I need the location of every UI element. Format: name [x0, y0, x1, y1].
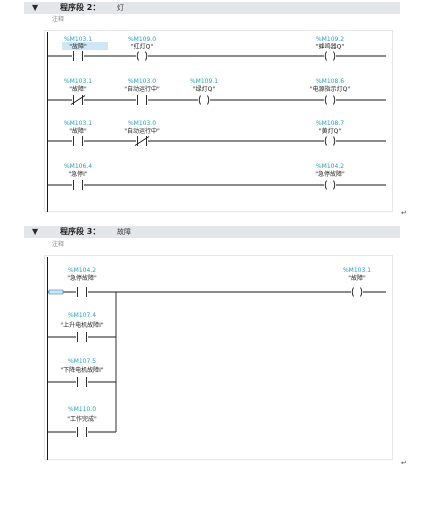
segment-2-power-rail: [47, 32, 48, 212]
segment-3-comment[interactable]: 注释: [52, 241, 65, 248]
operand-address: %M103.1: [64, 36, 92, 43]
operand-tag: "黄灯Q": [319, 127, 341, 135]
contact-no[interactable]: %M104.2 "急停故障": [67, 267, 97, 297]
operand-tag: "故障": [69, 85, 87, 93]
operand-address: %M107.4: [68, 312, 96, 319]
rung-2[interactable]: %M103.1 "故障" %M103.0 "自动运行中" %M109.1 "绿灯…: [47, 78, 386, 105]
coil[interactable]: %M104.2 "急停故障": [315, 163, 345, 190]
operand-tag: "蜂鸣器Q": [316, 43, 344, 51]
segment-3-name[interactable]: 故障: [117, 228, 131, 236]
operand-address: %M106.4: [64, 163, 92, 170]
segment-2-name[interactable]: 灯: [117, 4, 124, 12]
contact-no[interactable]: %M107.4 "上升电机故障I": [60, 312, 104, 342]
coil[interactable]: %M109.1 "绿灯Q": [190, 78, 218, 105]
contact-nc[interactable]: %M103.1 "故障": [64, 78, 92, 105]
operand-tag: "电源指示灯Q": [310, 85, 350, 93]
rung-4[interactable]: %M106.4 "急停I" %M104.2 "急停故障": [47, 163, 386, 190]
rung-1[interactable]: %M104.2 "急停故障" %M107.4 "上升电机故障I" %M107.5…: [47, 267, 386, 437]
contact-no[interactable]: %M103.0 "自动运行中": [124, 78, 160, 105]
coil[interactable]: %M108.6 "电源指示灯Q": [310, 78, 350, 105]
operand-tag: "故障": [69, 127, 87, 135]
operand-tag: "工作完成": [67, 415, 97, 423]
segment-2-header[interactable]: ▼ 程序段 2： 灯: [24, 2, 400, 14]
segment-3-power-rail: [47, 257, 48, 460]
operand-address: %M109.2: [316, 36, 344, 43]
operand-tag: "上升电机故障I": [60, 321, 104, 329]
operand-tag: "红灯Q": [131, 43, 153, 51]
operand-tag: "急停故障": [67, 274, 97, 282]
operand-address: %M103.1: [64, 120, 92, 127]
collapse-triangle-icon[interactable]: ▼: [32, 3, 39, 12]
contact-no[interactable]: %M110.0 "工作完成": [67, 406, 97, 437]
operand-address: %M107.5: [68, 358, 96, 365]
contact-no[interactable]: %M107.5 "下降电机故障I": [60, 358, 104, 387]
segment-2-comment[interactable]: 注释: [52, 16, 65, 23]
coil[interactable]: %M103.1 "故障": [343, 267, 371, 297]
operand-address: %M104.2: [316, 163, 344, 170]
operand-tag: "故障": [348, 274, 366, 282]
segment-2-title: 程序段 2：: [60, 3, 101, 12]
operand-address: %M104.2: [68, 267, 96, 274]
coil[interactable]: %M108.7 "黄灯Q": [316, 120, 344, 146]
contact-no[interactable]: %M106.4 "急停I": [64, 163, 92, 190]
segment-3-title: 程序段 3：: [60, 227, 101, 236]
rung-1[interactable]: %M103.1 "故障" %M109.0 "红灯Q" %M109.2 "蜂鸣器Q…: [47, 36, 386, 61]
contact-nc[interactable]: %M103.0 "自动运行中": [124, 120, 160, 146]
operand-address: %M103.1: [64, 78, 92, 85]
paragraph-mark: ↵: [401, 459, 407, 467]
operand-address: %M103.1: [343, 267, 371, 274]
operand-address: %M103.0: [128, 120, 156, 127]
operand-tag: "急停故障": [315, 170, 345, 178]
operand-tag: "绿灯Q": [193, 85, 215, 93]
contact-no[interactable]: %M103.1 "故障": [64, 36, 92, 61]
operand-address: %M108.7: [316, 120, 344, 127]
operand-address: %M103.0: [128, 78, 156, 85]
operand-tag: "急停I": [68, 170, 88, 178]
coil[interactable]: %M109.0 "红灯Q": [128, 36, 156, 61]
operand-address: %M109.0: [128, 36, 156, 43]
operand-address: %M109.1: [190, 78, 218, 85]
collapse-triangle-icon[interactable]: ▼: [32, 227, 39, 236]
operand-tag: "下降电机故障I": [60, 366, 104, 374]
operand-address: %M110.0: [68, 406, 96, 413]
contact-no[interactable]: %M103.1 "故障": [64, 120, 92, 146]
segment-3-header[interactable]: ▼ 程序段 3： 故障: [24, 226, 400, 238]
operand-tag: "自动运行中": [124, 127, 160, 135]
cursor-marker: [48, 289, 64, 295]
selection-highlight: [62, 42, 108, 50]
operand-tag: "自动运行中": [124, 85, 160, 93]
operand-address: %M108.6: [316, 78, 344, 85]
segment-3-network[interactable]: [44, 255, 393, 460]
operand-tag: "故障": [69, 43, 87, 51]
paragraph-mark: ↵: [401, 209, 407, 217]
coil[interactable]: %M109.2 "蜂鸣器Q": [316, 36, 344, 61]
rung-3[interactable]: %M103.1 "故障" %M103.0 "自动运行中" %M108.7 "黄灯…: [47, 120, 386, 146]
